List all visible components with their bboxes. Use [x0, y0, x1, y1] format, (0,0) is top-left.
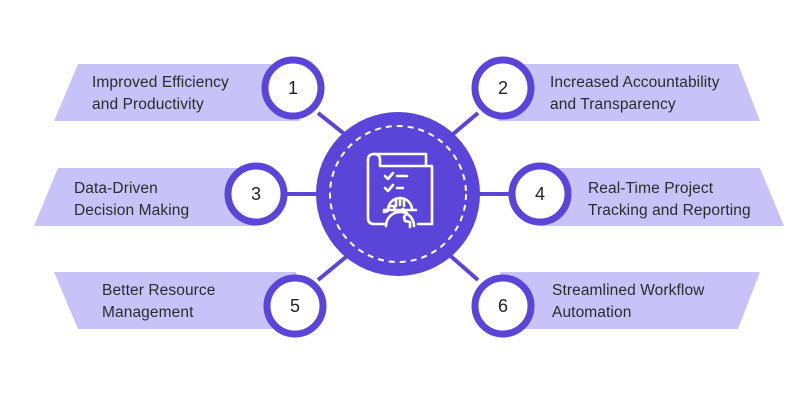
- item-label-6-line1: Streamlined Workflow: [552, 282, 705, 299]
- item-label-1-line1: Improved Efficiency: [92, 74, 229, 91]
- ring-6: [471, 274, 535, 338]
- item-label-3: Data-Driven Decision Making: [74, 178, 189, 222]
- item-label-4-line2: Tracking and Reporting: [588, 202, 751, 219]
- ring-1: [261, 56, 325, 120]
- banners: [34, 64, 784, 329]
- banner-1: [54, 64, 300, 121]
- item-label-5-line1: Better Resource: [102, 282, 216, 299]
- connector-6: [444, 250, 480, 282]
- item-label-6: Streamlined Workflow Automation: [552, 280, 704, 324]
- ring-5: [263, 274, 327, 338]
- item-label-2-line1: Increased Accountability: [550, 74, 720, 91]
- item-number-5: 5: [289, 295, 300, 316]
- item-number-6: 6: [497, 295, 508, 316]
- item-number-1: 1: [287, 77, 298, 98]
- banner-2: [498, 64, 760, 121]
- item-label-2: Increased Accountability and Transparenc…: [550, 72, 720, 116]
- ring-4: [508, 162, 572, 226]
- item-label-4: Real-Time Project Tracking and Reporting: [588, 178, 751, 222]
- item-label-5: Better Resource Management: [102, 280, 216, 324]
- banner-3: [34, 168, 256, 226]
- number-rings: [224, 56, 572, 338]
- hub-dashed-ring: [329, 125, 467, 263]
- item-label-3-line2: Decision Making: [74, 202, 190, 219]
- item-number-4: 4: [534, 183, 545, 204]
- ring-3: [224, 162, 288, 226]
- ring-2: [471, 56, 535, 120]
- item-label-5-line2: Management: [102, 304, 194, 321]
- item-number-2: 2: [497, 77, 508, 98]
- item-label-4-line1: Real-Time Project: [588, 180, 714, 197]
- central-hub: [316, 112, 480, 276]
- construction-blueprint-helmet-gear-icon: [366, 152, 434, 229]
- banner-6: [500, 272, 760, 329]
- item-label-6-line2: Automation: [552, 304, 632, 321]
- banner-4: [540, 168, 784, 226]
- item-label-1: Improved Efficiency and Productivity: [92, 72, 229, 116]
- banner-5: [54, 272, 296, 329]
- hub-circle: [316, 112, 480, 276]
- item-label-1-line2: and Productivity: [92, 96, 204, 113]
- item-label-3-line1: Data-Driven: [74, 180, 158, 197]
- item-number-3: 3: [250, 183, 261, 204]
- item-label-2-line2: and Transparency: [550, 96, 676, 113]
